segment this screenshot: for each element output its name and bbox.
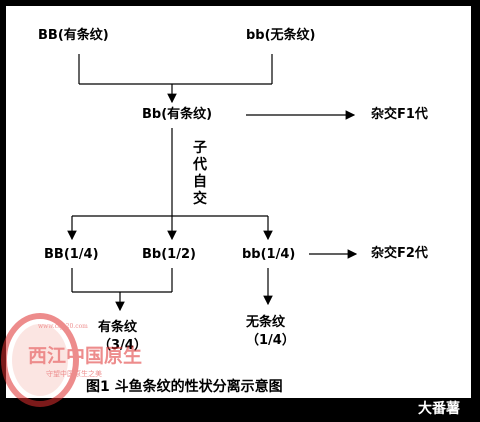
diagram-lines xyxy=(67,54,358,312)
plain-ratio-label: （1/4） xyxy=(246,333,295,348)
f1-genotype-label: Bb(有条纹) xyxy=(142,107,213,122)
f2-bbr-label: bb(1/4) xyxy=(242,247,296,262)
parent-right-label: bb(无条纹) xyxy=(246,28,316,43)
parent-left-label: BB(有条纹) xyxy=(38,28,109,43)
plain-phenotype-label: 无条纹 xyxy=(246,315,286,330)
f2-Bb-label: Bb(1/2) xyxy=(142,247,196,262)
watermark-logo: www.cqh20.com 西江中国原生 守望中国原生之美 xyxy=(1,313,142,407)
f2-bb-label: BB(1/4) xyxy=(44,247,99,262)
signature: 大番薯 xyxy=(418,401,460,417)
diagram-panel: BB(有条纹) bb(无条纹) Bb(有条纹) 杂交F1代 子代自交 BB(1/… xyxy=(6,6,471,398)
figure-caption: 图1 斗鱼条纹的性状分离示意图 xyxy=(86,379,283,395)
striped-ratio-label: （3/4） xyxy=(98,338,147,353)
watermark-brand: 西江中国原生 xyxy=(28,344,142,367)
striped-phenotype-label: 有条纹 xyxy=(98,320,138,335)
f2-generation-label: 杂交F2代 xyxy=(371,246,428,261)
selfing-label: 子代自交 xyxy=(193,140,207,207)
f1-generation-label: 杂交F1代 xyxy=(371,107,428,122)
watermark-site: www.cqh20.com xyxy=(38,323,88,330)
watermark-slogan: 守望中国原生之美 xyxy=(46,369,102,378)
